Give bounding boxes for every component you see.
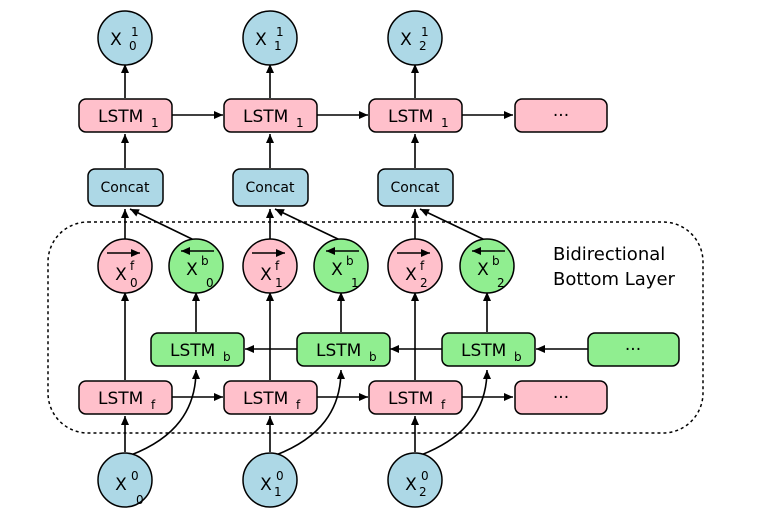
output-2-sub: 2 — [419, 39, 427, 53]
forward-lstm-2-sub: f — [441, 398, 446, 412]
forward-lstm-2: LSTM f — [368, 380, 463, 415]
backward-lstm-ellipsis-label: ··· — [625, 340, 641, 360]
forward-lstm-0: LSTM f — [78, 380, 173, 415]
top-lstm-0-base: LSTM — [98, 107, 143, 127]
top-lstm-ellipsis-label: ··· — [553, 106, 569, 126]
edge-bwd-state-2-to-concat-2 — [419, 208, 486, 241]
forward-lstm-2-base: LSTM — [388, 389, 433, 409]
forward-lstm-ellipsis: ··· — [514, 380, 608, 415]
edge-input-1-to-bwd-lstm-1 — [275, 369, 345, 456]
backward-state-0: X b 0 — [168, 238, 224, 294]
input-2-sub: 2 — [419, 485, 427, 499]
edge-bwd-state-0-to-concat-0 — [129, 208, 195, 241]
forward-state-2-sub: 2 — [420, 276, 428, 290]
top-lstm-2-sub: 1 — [441, 116, 449, 130]
forward-state-0-sub: 0 — [130, 276, 138, 290]
input-0-sub: 0 — [136, 493, 144, 507]
concat-0: Concat — [87, 168, 164, 207]
input-0-base: X — [115, 475, 127, 495]
backward-state-1-sub: 1 — [351, 276, 359, 290]
output-node-1: X 1 1 — [242, 10, 298, 66]
input-2-sup: 0 — [421, 469, 429, 483]
forward-state-2-sup: f — [420, 259, 425, 273]
output-0-sup: 1 — [131, 25, 139, 39]
edges — [121, 64, 588, 456]
top-lstm-2: LSTM 1 — [368, 98, 463, 133]
bidirectional-bottom-layer-region — [47, 221, 704, 434]
forward-lstm-0-sub: f — [151, 398, 156, 412]
output-node-2: X 1 2 — [387, 10, 443, 66]
backward-state-1-sup: b — [346, 254, 354, 268]
backward-state-0-sub: 0 — [206, 276, 214, 290]
backward-state-2-sup: b — [492, 254, 500, 268]
forward-state-2-base: X — [405, 265, 417, 285]
forward-state-1-sub: 1 — [275, 276, 283, 290]
backward-lstm-ellipsis: ··· — [587, 332, 680, 367]
top-lstm-1: LSTM 1 — [223, 98, 318, 133]
backward-lstm-0: LSTM b — [150, 332, 245, 367]
forward-lstm-1-base: LSTM — [243, 389, 288, 409]
concat-1-label: Concat — [246, 180, 295, 196]
concat-2-label: Concat — [391, 180, 440, 196]
backward-state-0-base: X — [186, 260, 198, 280]
forward-state-1-sup: f — [275, 259, 280, 273]
output-0-base: X — [110, 30, 122, 50]
forward-lstm-1: LSTM f — [223, 380, 318, 415]
forward-state-1-base: X — [260, 265, 272, 285]
top-lstm-2-base: LSTM — [388, 107, 433, 127]
output-1-sub: 1 — [274, 39, 282, 53]
concat-0-label: Concat — [101, 180, 150, 196]
input-node-1: X 0 1 — [242, 452, 298, 508]
output-1-base: X — [255, 30, 267, 50]
backward-state-0-sup: b — [201, 254, 209, 268]
input-1-sub: 1 — [274, 485, 282, 499]
top-lstm-0: LSTM 1 — [78, 98, 173, 133]
top-lstm-ellipsis: ··· — [514, 98, 608, 133]
input-1-sup: 0 — [276, 469, 284, 483]
backward-state-1: X b 1 — [313, 238, 369, 294]
forward-state-0-sup: f — [130, 259, 135, 273]
input-node-2: X 0 2 — [387, 452, 443, 508]
backward-lstm-1-sub: b — [369, 350, 377, 364]
input-1-base: X — [260, 475, 272, 495]
backward-lstm-1-base: LSTM — [316, 341, 361, 361]
forward-state-0: X f 0 — [97, 238, 153, 294]
top-lstm-1-base: LSTM — [243, 107, 288, 127]
backward-state-2-sub: 2 — [497, 276, 505, 290]
edge-bwd-state-1-to-concat-1 — [274, 208, 341, 241]
forward-lstm-1-sub: f — [296, 398, 301, 412]
top-lstm-1-sub: 1 — [296, 116, 304, 130]
output-0-sub: 0 — [129, 39, 137, 53]
output-1-sup: 1 — [276, 25, 284, 39]
forward-state-1: X f 1 — [242, 238, 298, 294]
forward-state-2: X f 2 — [387, 238, 443, 294]
input-node-0: X 0 0 — [97, 452, 153, 508]
region-label-line2: Bottom Layer — [553, 269, 676, 290]
forward-lstm-0-base: LSTM — [98, 389, 143, 409]
forward-state-0-base: X — [115, 265, 127, 285]
backward-lstm-1: LSTM b — [296, 332, 391, 367]
backward-lstm-0-base: LSTM — [170, 341, 215, 361]
edge-input-2-to-bwd-lstm-2 — [420, 369, 491, 456]
top-lstm-0-sub: 1 — [151, 116, 159, 130]
backward-lstm-0-sub: b — [223, 350, 231, 364]
backward-lstm-2: LSTM b — [441, 332, 536, 367]
backward-state-2-base: X — [477, 260, 489, 280]
backward-state-2: X b 2 — [459, 238, 515, 294]
output-node-0: X 1 0 — [97, 10, 153, 66]
forward-lstm-ellipsis-label: ··· — [553, 388, 569, 408]
region-label-line1: Bidirectional — [553, 244, 665, 265]
output-2-sup: 1 — [421, 25, 429, 39]
concat-1: Concat — [232, 168, 309, 207]
input-0-sup: 0 — [131, 469, 139, 483]
backward-state-1-base: X — [331, 260, 343, 280]
concat-2: Concat — [377, 168, 454, 207]
backward-lstm-2-base: LSTM — [461, 341, 506, 361]
output-2-base: X — [400, 30, 412, 50]
edge-input-0-to-bwd-lstm-0 — [130, 369, 200, 456]
backward-lstm-2-sub: b — [514, 350, 522, 364]
input-2-base: X — [405, 475, 417, 495]
